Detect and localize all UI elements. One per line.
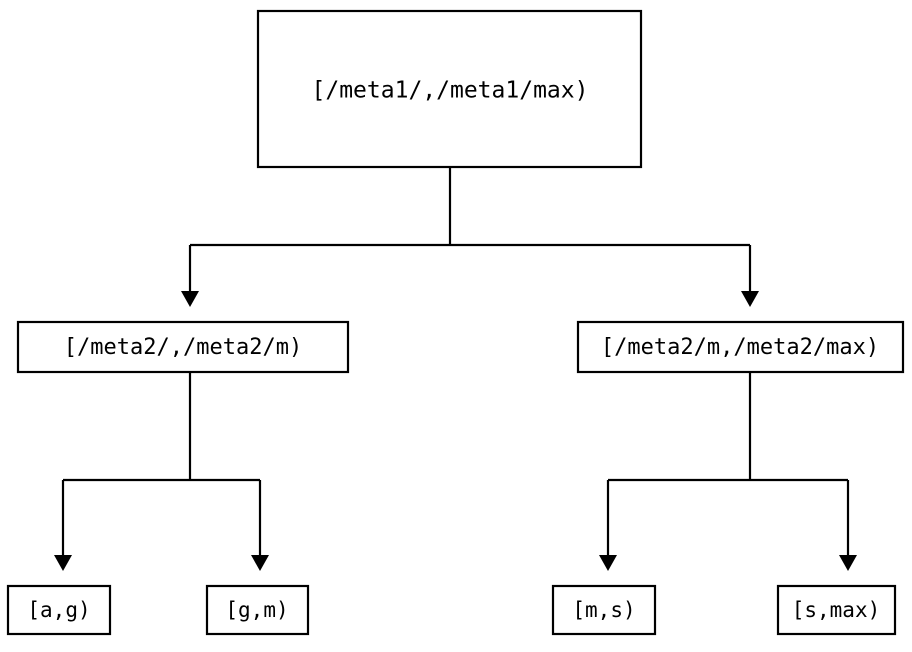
node-leaf-s-max-box [776, 584, 897, 636]
node-leaf-a-g-label: [a,g) [27, 598, 90, 622]
arrowhead-midright-to-leaf-ms [599, 555, 617, 571]
arrowhead-midright-to-leaf-smax [839, 555, 857, 571]
node-mid-left-label: [/meta2/,/meta2/m) [64, 335, 302, 360]
node-leaf-s-max[interactable]: [s,max) [776, 584, 897, 636]
node-leaf-a-g-box [6, 584, 112, 636]
edge-group-midright-to-leaves [599, 372, 857, 571]
node-mid-right[interactable]: [/meta2/m,/meta2/max) [576, 320, 905, 374]
node-leaf-g-m[interactable]: [g,m) [205, 584, 310, 636]
node-leaf-g-m-box [205, 584, 310, 636]
arrowhead-root-to-mid-right [741, 291, 759, 307]
node-leaf-m-s-label: [m,s) [572, 598, 635, 622]
node-root-box [256, 9, 643, 169]
node-root-label: [/meta1/,/meta1/max) [312, 78, 589, 104]
node-leaf-a-g[interactable]: [a,g) [6, 584, 112, 636]
node-mid-right-label: [/meta2/m,/meta2/max) [601, 335, 879, 360]
node-leaf-s-max-label: [s,max) [792, 598, 881, 622]
arrowhead-root-to-mid-left [181, 291, 199, 307]
arrowhead-midleft-to-leaf-gm [251, 555, 269, 571]
node-root[interactable]: [/meta1/,/meta1/max) [256, 9, 643, 169]
arrowhead-midleft-to-leaf-ag [54, 555, 72, 571]
node-leaf-g-m-label: [g,m) [225, 598, 288, 622]
edge-group-root-to-mid [181, 167, 759, 307]
node-mid-left[interactable]: [/meta2/,/meta2/m) [16, 320, 350, 374]
node-mid-left-box [16, 320, 350, 374]
edge-group-midleft-to-leaves [54, 372, 269, 571]
node-leaf-m-s[interactable]: [m,s) [551, 584, 657, 636]
node-mid-right-box [576, 320, 905, 374]
node-leaf-m-s-box [551, 584, 657, 636]
